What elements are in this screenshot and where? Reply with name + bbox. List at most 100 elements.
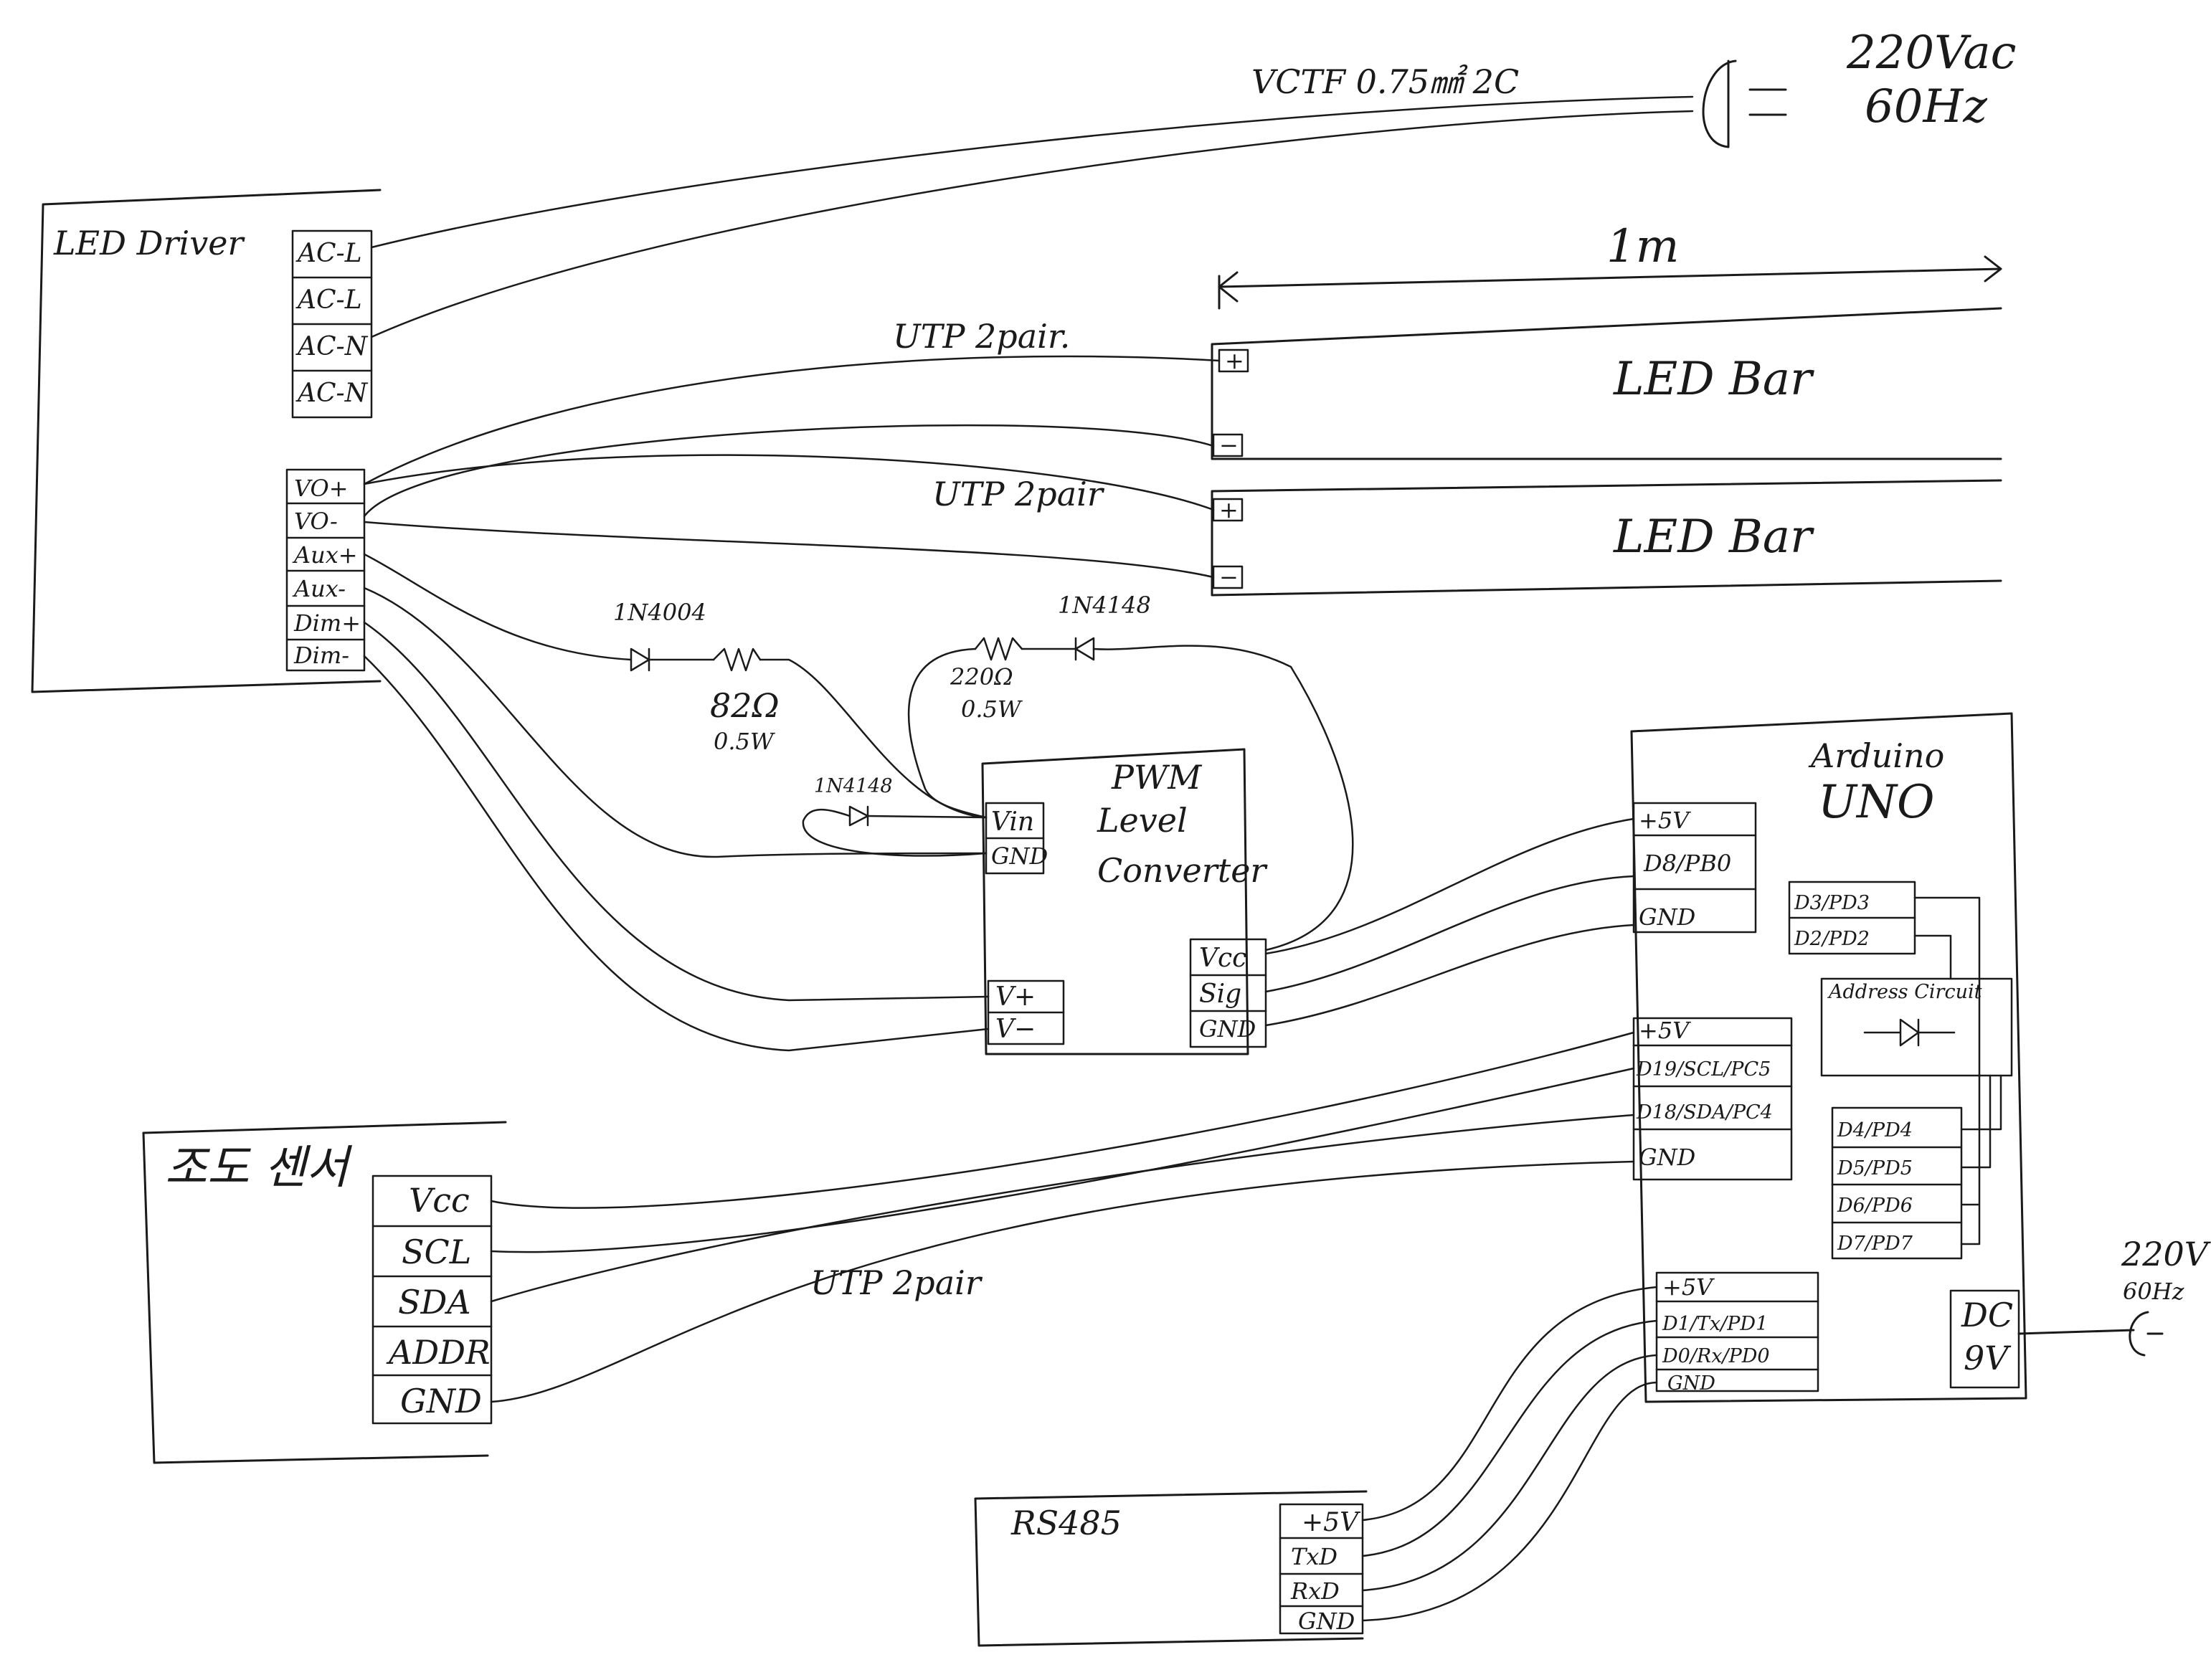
ard-g3-tx: D1/Tx/PD1 bbox=[1662, 1313, 1768, 1335]
cable-utp-1: UTP 2pair. bbox=[893, 317, 1070, 356]
bar-length-label: 1m bbox=[1606, 220, 1679, 273]
address-bottom-header bbox=[1831, 1106, 1963, 1260]
wire-sensor-vcc bbox=[490, 1031, 1635, 1209]
rs485-pin-gnd: GND bbox=[1298, 1608, 1355, 1635]
resistor-1-icon bbox=[712, 647, 762, 672]
rs485-title: RS485 bbox=[1010, 1504, 1122, 1542]
wires bbox=[363, 95, 1694, 1622]
ard-d5: D5/PD5 bbox=[1837, 1157, 1913, 1180]
wire-rs485-txd bbox=[1361, 1319, 1658, 1557]
wire-sensor-sda bbox=[490, 1114, 1635, 1303]
wire-gnd-in bbox=[802, 808, 988, 857]
pwm-title-1: PWM bbox=[1111, 758, 1203, 797]
wire-bar1-plus bbox=[363, 355, 1221, 485]
pin-aux-minus: Aux- bbox=[292, 575, 346, 602]
supply-voltage: 220Vac bbox=[1846, 27, 2017, 80]
pwm-pin-sig: Sig bbox=[1199, 979, 1241, 1009]
address-circuit-label: Address Circuit bbox=[1827, 981, 1982, 1003]
wire-rs485-5v bbox=[1361, 1286, 1658, 1522]
arduino-header-3 bbox=[1655, 1271, 1819, 1392]
resistor-2-power: 0.5W bbox=[961, 696, 1023, 723]
wire-aux-minus bbox=[363, 587, 988, 858]
address-diode-icon bbox=[1863, 1018, 1956, 1047]
pin-ac-n-2: AC-N bbox=[295, 379, 369, 408]
wire-bar2-minus bbox=[363, 521, 1215, 579]
wire-sensor-scl bbox=[490, 1067, 1635, 1253]
ard-d6: D6/PD6 bbox=[1837, 1195, 1913, 1217]
led-driver: LED Driver AC-L AC-L AC-N AC-N VO+ VO- A… bbox=[31, 189, 382, 693]
sensor-title: 조도 센서 bbox=[165, 1142, 353, 1195]
ext-supply-voltage: 220V bbox=[2121, 1235, 2211, 1273]
dimension-arrow bbox=[1218, 255, 2002, 310]
wire-pwm-vcc bbox=[1264, 817, 1635, 955]
arduino-title-1: Arduino bbox=[1808, 736, 1944, 775]
bar-2-minus: − bbox=[1219, 564, 1239, 591]
wire-dim-minus bbox=[363, 655, 990, 1052]
sensor-pin-vcc: Vcc bbox=[409, 1181, 470, 1220]
pin-aux-plus: Aux+ bbox=[292, 541, 358, 569]
led-driver-title: LED Driver bbox=[53, 224, 245, 262]
ard-d4: D4/PD4 bbox=[1837, 1119, 1913, 1142]
diode-2-label: 1N4148 bbox=[1058, 592, 1151, 619]
dc-plug-icon bbox=[2017, 1311, 2164, 1357]
rs485-terminal-block bbox=[1279, 1503, 1364, 1635]
pwm-pin-vplus: V+ bbox=[995, 982, 1036, 1012]
wire-sensor-gnd bbox=[490, 1160, 1635, 1403]
pwm-title-2: Level bbox=[1097, 801, 1188, 840]
ard-d7: D7/PD7 bbox=[1837, 1233, 1913, 1255]
cable-utp-2: UTP 2pair bbox=[932, 475, 1105, 513]
wire-vcc-loop bbox=[907, 645, 1354, 951]
power-cable-label: VCTF 0.75㎟ 2C bbox=[1251, 62, 1519, 101]
light-sensor: 조도 센서 Vcc SCL SDA ADDR GND UTP 2pair bbox=[142, 1121, 983, 1464]
pwm-pin-gnd-out: GND bbox=[1199, 1015, 1256, 1043]
led-bar-1 bbox=[1211, 307, 2002, 460]
sensor-pin-sda: SDA bbox=[398, 1283, 471, 1321]
sensor-terminal-block bbox=[371, 1174, 493, 1425]
pwm-pin-vcc: Vcc bbox=[1199, 944, 1246, 973]
led-bar-2-label: LED Bar bbox=[1613, 511, 1814, 564]
pin-dim-minus: Dim- bbox=[293, 642, 349, 669]
wire-bar1-minus bbox=[363, 424, 1215, 518]
pwm-pin-vminus: V− bbox=[995, 1015, 1036, 1044]
pwm-pin-vin: Vin bbox=[991, 807, 1034, 837]
components: 1N4004 82Ω 0.5W 1N4148 220Ω 0.5W 1N4148 bbox=[613, 592, 1151, 827]
wire-rs485-gnd bbox=[1361, 1381, 1658, 1622]
wire-ac-l bbox=[370, 95, 1694, 249]
wire-rs485-rxd bbox=[1361, 1354, 1658, 1592]
resistor-1-value: 82Ω bbox=[710, 686, 780, 725]
rs485-pin-txd: TxD bbox=[1291, 1543, 1338, 1570]
pin-ac-l-2: AC-L bbox=[295, 285, 362, 315]
sensor-cable-label: UTP 2pair bbox=[810, 1263, 983, 1302]
wire-aux-plus bbox=[363, 553, 988, 819]
wire-bar2-plus bbox=[363, 454, 1215, 511]
arduino-header-2 bbox=[1632, 1017, 1793, 1181]
ard-g2-5v: +5V bbox=[1639, 1017, 1691, 1044]
ard-g1-d8: D8/PB0 bbox=[1643, 850, 1731, 877]
diode-2-icon bbox=[1074, 637, 1095, 661]
plug-icon bbox=[1702, 60, 1787, 148]
wire-ac-n bbox=[370, 110, 1694, 338]
wire-dim-plus bbox=[363, 621, 990, 1002]
ext-supply-freq: 60Hz bbox=[2123, 1278, 2185, 1305]
sensor-pin-scl: SCL bbox=[402, 1233, 471, 1271]
ard-g3-gnd: GND bbox=[1667, 1372, 1715, 1395]
rs485-module: RS485 +5V TxD RxD GND bbox=[974, 1490, 1368, 1647]
diode-3-icon bbox=[848, 805, 869, 827]
ard-g2-gnd: GND bbox=[1639, 1144, 1695, 1171]
ard-g1-gnd: GND bbox=[1639, 903, 1695, 931]
diode-1-icon bbox=[630, 647, 650, 672]
ard-d3: D3/PD3 bbox=[1794, 892, 1870, 914]
rs485-pin-rxd: RxD bbox=[1290, 1577, 1340, 1605]
pin-vo-plus: VO+ bbox=[294, 475, 349, 502]
led-bar-1-label: LED Bar bbox=[1613, 353, 1814, 406]
resistor-2-icon bbox=[974, 637, 1023, 661]
arduino-header-1 bbox=[1632, 802, 1757, 934]
resistor-1-power: 0.5W bbox=[714, 728, 776, 755]
ard-d2: D2/PD2 bbox=[1794, 928, 1870, 950]
dc-label-2: 9V bbox=[1964, 1339, 2012, 1377]
rs485-pin-5v: +5V bbox=[1302, 1508, 1361, 1537]
sensor-pin-addr: ADDR bbox=[386, 1333, 491, 1372]
diode-1-label: 1N4004 bbox=[613, 599, 706, 626]
pin-dim-plus: Dim+ bbox=[293, 609, 361, 637]
